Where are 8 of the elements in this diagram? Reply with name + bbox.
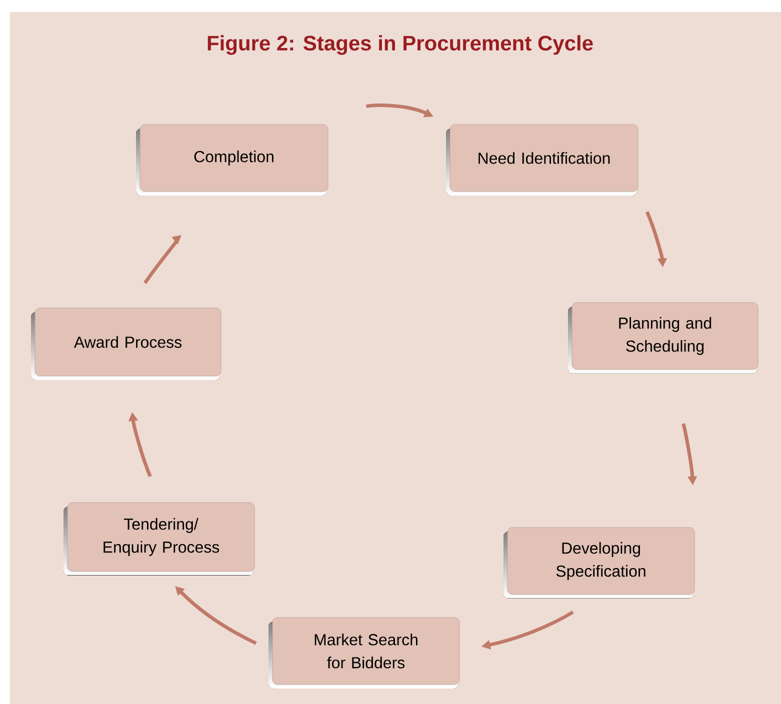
process-box: Completion (136, 124, 328, 196)
process-box: Tendering/ Enquiry Process (64, 502, 255, 576)
title: Figure 2: Stages in Procurement Cycle (208, 35, 593, 55)
process-box: Market Search for Bidders (268, 617, 460, 688)
process-box: Planning and Scheduling (568, 302, 758, 374)
process-box: Award Process (31, 308, 222, 380)
process-box: Developing Specification (504, 527, 695, 598)
process-box: Need Identification (446, 124, 638, 196)
